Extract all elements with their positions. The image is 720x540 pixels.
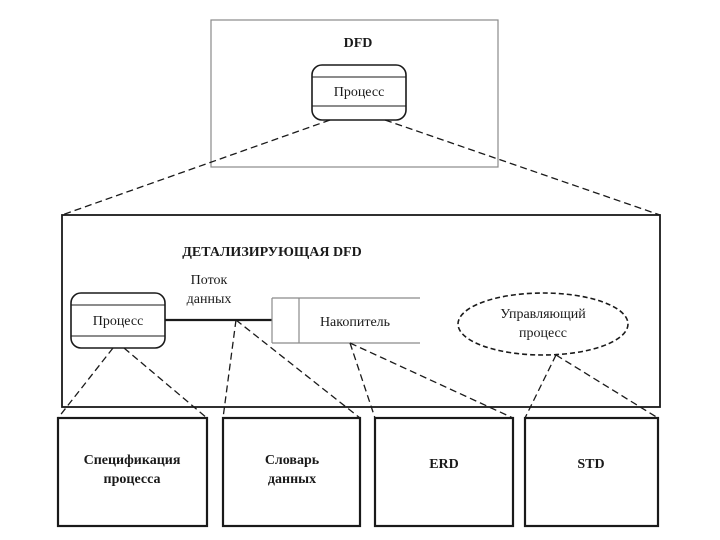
control-process-label-line1: Управляющий <box>500 307 586 322</box>
bottom-box-std-label: STD <box>577 457 604 472</box>
detail-process-node: Процесс <box>70 292 166 349</box>
data-store-label: Накопитель <box>320 315 390 330</box>
data-flow-label-line1: Поток <box>191 273 228 288</box>
expansion-lines <box>61 119 661 216</box>
bottom-box-process-spec: Спецификация процесса <box>56 416 209 528</box>
bottom-box-process-spec-line2: процесса <box>104 472 161 487</box>
top-dfd-frame <box>210 19 499 168</box>
bottom-box-erd: ERD <box>373 416 515 528</box>
bottom-box-data-dictionary-line2: данных <box>268 472 316 487</box>
bottom-box-data-dictionary: Словарь данных <box>221 416 362 528</box>
bottom-box-process-spec-line1: Спецификация <box>84 453 181 468</box>
bottom-box-std: STD <box>523 416 660 528</box>
decomposition-lines <box>57 319 659 419</box>
control-process-node: Управляющий процесс <box>457 292 629 356</box>
control-process-label-line2: процесс <box>519 326 567 341</box>
top-process-node: Процесс <box>311 64 407 121</box>
data-flow-label-line2: данных <box>187 292 232 307</box>
detail-dfd-title: ДЕТАЛИЗИРУЮЩАЯ DFD <box>182 245 361 260</box>
bottom-box-data-dictionary-line1: Словарь <box>265 453 320 468</box>
detail-dfd-frame <box>61 214 661 408</box>
top-dfd-title: DFD <box>344 36 373 51</box>
data-store-node: Накопитель <box>271 297 420 344</box>
top-process-label: Процесс <box>334 85 385 100</box>
detail-process-label: Процесс <box>93 314 144 329</box>
bottom-box-erd-label: ERD <box>429 457 459 472</box>
